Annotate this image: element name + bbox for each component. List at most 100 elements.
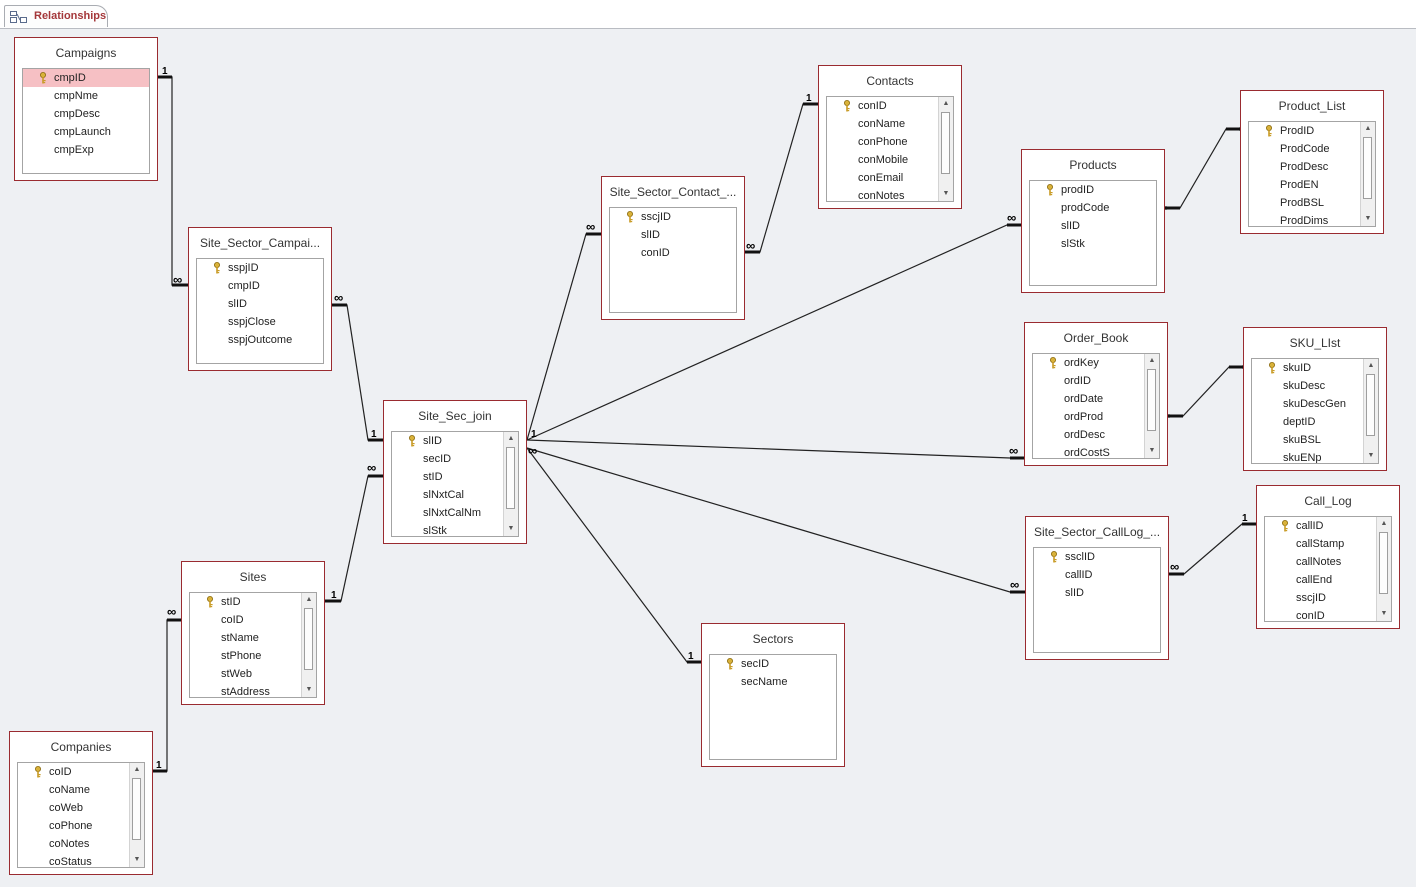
field-row[interactable]: sspjOutcome [197, 331, 323, 349]
scroll-thumb[interactable] [1379, 532, 1388, 594]
vertical-scrollbar[interactable]: ▲▼ [938, 97, 953, 201]
table-title[interactable]: Call_Log [1304, 494, 1352, 508]
table-title[interactable]: Companies [50, 740, 112, 754]
field-row[interactable]: cmpExp [23, 141, 149, 159]
scroll-down-icon[interactable]: ▼ [1380, 610, 1388, 617]
scroll-up-icon[interactable]: ▲ [942, 100, 950, 107]
table-title[interactable]: Site_Sector_Campai... [199, 236, 321, 250]
field-row[interactable]: slID [1030, 217, 1156, 235]
field-row[interactable]: skuDesc [1252, 377, 1378, 395]
field-row[interactable]: ProdEN [1249, 176, 1375, 194]
field-row[interactable]: slID [392, 432, 518, 450]
scroll-thumb[interactable] [304, 608, 313, 670]
field-row[interactable]: conID [610, 244, 736, 262]
scroll-thumb[interactable] [1363, 137, 1372, 199]
field-row[interactable]: cmpNme [23, 87, 149, 105]
table-title[interactable]: Product_List [1278, 99, 1346, 113]
field-row[interactable]: stID [190, 593, 316, 611]
scroll-thumb[interactable] [506, 447, 515, 509]
field-row[interactable]: ProdCode [1249, 140, 1375, 158]
field-row[interactable]: slID [610, 226, 736, 244]
field-row[interactable]: ProdBSL [1249, 194, 1375, 212]
scroll-thumb[interactable] [941, 112, 950, 174]
field-row[interactable]: skuBSL [1252, 431, 1378, 449]
field-row[interactable]: cmpDesc [23, 105, 149, 123]
scroll-down-icon[interactable]: ▼ [1367, 452, 1375, 459]
field-row[interactable]: conPhone [827, 133, 953, 151]
field-row[interactable]: prodID [1030, 181, 1156, 199]
field-row[interactable]: skuDescGen [1252, 395, 1378, 413]
scroll-down-icon[interactable]: ▼ [305, 686, 313, 693]
vertical-scrollbar[interactable]: ▲▼ [1363, 359, 1378, 463]
field-row[interactable]: cmpID [23, 69, 149, 87]
field-row[interactable]: secID [710, 655, 836, 673]
field-row[interactable]: conID [827, 97, 953, 115]
field-row[interactable]: conMobile [827, 151, 953, 169]
scroll-down-icon[interactable]: ▼ [1148, 447, 1156, 454]
field-row[interactable]: stName [190, 629, 316, 647]
field-row[interactable]: skuENp [1252, 449, 1378, 463]
field-row[interactable]: ProdID [1249, 122, 1375, 140]
field-row[interactable]: conNotes [827, 187, 953, 201]
field-row[interactable]: ordKey [1033, 354, 1159, 372]
field-row[interactable]: cmpID [197, 277, 323, 295]
field-row[interactable]: ordDesc [1033, 426, 1159, 444]
table-title[interactable]: Order_Book [1063, 331, 1129, 345]
field-row[interactable]: skuID [1252, 359, 1378, 377]
field-row[interactable]: ordCostS [1033, 444, 1159, 458]
field-row[interactable]: coPhone [18, 817, 144, 835]
field-row[interactable]: conEmail [827, 169, 953, 187]
table-title[interactable]: Sectors [752, 632, 794, 646]
relationships-tab[interactable]: Relationships [4, 5, 108, 27]
vertical-scrollbar[interactable]: ▲▼ [1376, 517, 1391, 621]
vertical-scrollbar[interactable]: ▲▼ [503, 432, 518, 536]
scroll-up-icon[interactable]: ▲ [1364, 125, 1372, 132]
scroll-up-icon[interactable]: ▲ [1380, 520, 1388, 527]
field-row[interactable]: slID [197, 295, 323, 313]
table-title[interactable]: Site_Sector_Contact_... [609, 185, 737, 199]
field-row[interactable]: slNxtCalNm [392, 504, 518, 522]
scroll-up-icon[interactable]: ▲ [1148, 357, 1156, 364]
field-row[interactable]: sscjID [610, 208, 736, 226]
field-row[interactable]: conName [827, 115, 953, 133]
scroll-thumb[interactable] [1366, 374, 1375, 436]
field-row[interactable]: ProdDims [1249, 212, 1375, 226]
field-row[interactable]: slStk [1030, 235, 1156, 253]
field-row[interactable]: coID [190, 611, 316, 629]
scroll-up-icon[interactable]: ▲ [507, 435, 515, 442]
field-row[interactable]: slNxtCal [392, 486, 518, 504]
field-row[interactable]: coStatus [18, 853, 144, 867]
scroll-up-icon[interactable]: ▲ [305, 596, 313, 603]
scroll-down-icon[interactable]: ▼ [1364, 215, 1372, 222]
field-row[interactable]: prodCode [1030, 199, 1156, 217]
field-row[interactable]: secName [710, 673, 836, 691]
table-title[interactable]: Site_Sector_CallLog_... [1033, 525, 1161, 539]
field-row[interactable]: ordDate [1033, 390, 1159, 408]
field-row[interactable]: callID [1034, 566, 1160, 584]
field-row[interactable]: deptID [1252, 413, 1378, 431]
field-row[interactable]: sspjClose [197, 313, 323, 331]
scroll-down-icon[interactable]: ▼ [133, 856, 141, 863]
field-row[interactable]: slID [1034, 584, 1160, 602]
field-row[interactable]: stAddress [190, 683, 316, 697]
scroll-up-icon[interactable]: ▲ [133, 766, 141, 773]
table-title[interactable]: Products [1069, 158, 1117, 172]
